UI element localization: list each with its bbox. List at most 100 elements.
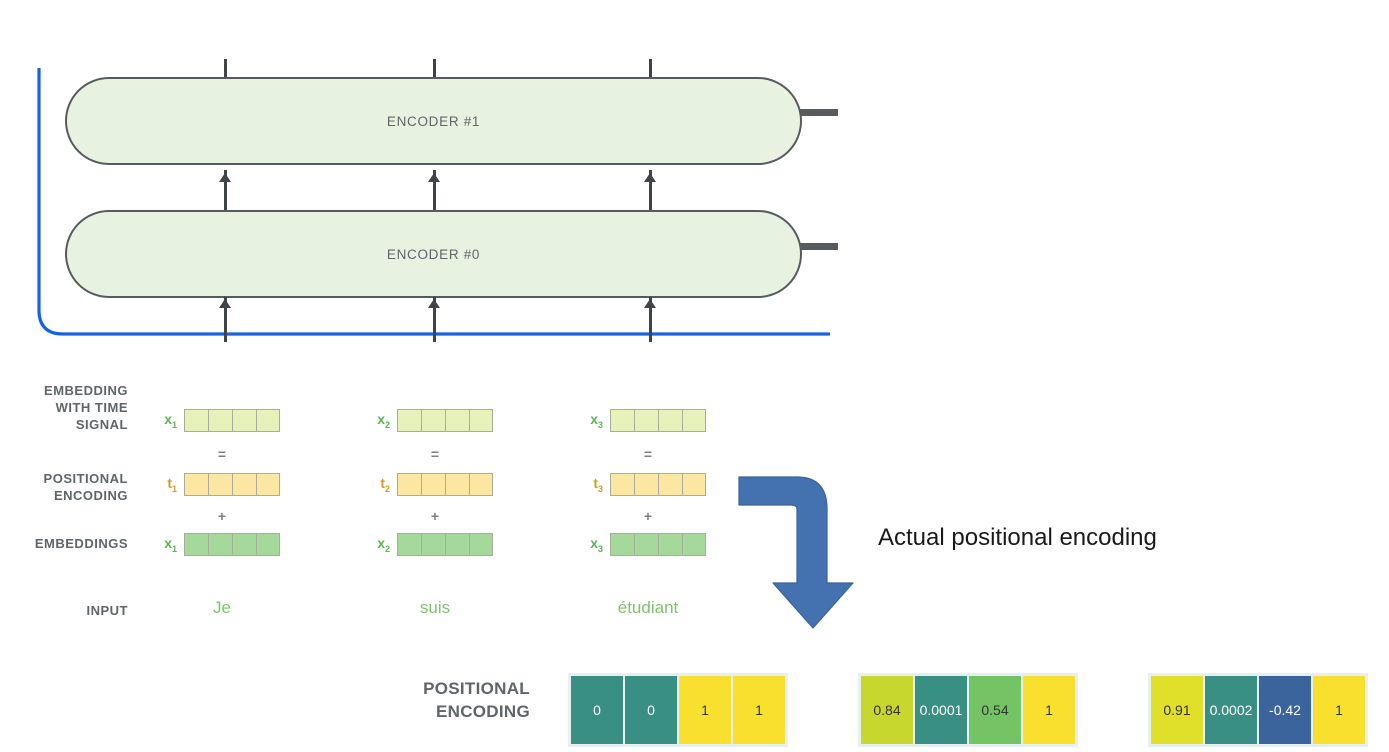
cell: [232, 473, 256, 496]
mid-arrow-line-1: [224, 170, 227, 210]
emb-vector-tag-2: x2: [377, 535, 390, 554]
sum-vector-cells-3: [610, 409, 706, 432]
plus-sign-2: +: [430, 508, 440, 524]
emb-vector-tag-3: x3: [590, 535, 603, 554]
sum-vector-tag-2: x2: [377, 411, 390, 430]
cell: [397, 473, 421, 496]
input-arrow-line-1: [224, 297, 227, 342]
pos-vector-token-3: t3: [581, 473, 706, 496]
cell: [397, 409, 421, 432]
pe-matrix-group-2: 0.84 0.0001 0.54 1: [858, 673, 1078, 747]
cell: [634, 533, 658, 556]
pos-vector-tag-2: t2: [380, 475, 390, 494]
pos-vector-tag-3: t3: [593, 475, 603, 494]
pe-matrix-group-1: 0 0 1 1: [568, 673, 788, 747]
cell: [682, 409, 706, 432]
pe-cell: 0.54: [968, 675, 1022, 745]
cell: [445, 533, 469, 556]
pe-cell: 0.0001: [914, 675, 968, 745]
pos-vector-cells-3: [610, 473, 706, 496]
pe-cell: 1: [678, 675, 732, 745]
annotation-arrow-icon: [738, 476, 854, 629]
cell: [610, 533, 634, 556]
pe-cell: 1: [732, 675, 786, 745]
pos-vector-token-2: t2: [368, 473, 493, 496]
equals-sign-2: =: [430, 446, 440, 462]
sum-vector-token-3: x3: [581, 409, 706, 432]
cell: [232, 533, 256, 556]
cell: [445, 409, 469, 432]
mid-arrow-line-2: [433, 170, 436, 210]
pe-cell: 0.0002: [1204, 675, 1258, 745]
encoder-1-side-stub: [800, 109, 838, 116]
sum-vector-tag-3: x3: [590, 411, 603, 430]
row-label-embeddings: EMBEDDINGS: [34, 536, 128, 551]
cell: [610, 409, 634, 432]
pe-cell: -0.42: [1258, 675, 1312, 745]
cell: [469, 409, 493, 432]
cell: [421, 409, 445, 432]
input-arrowhead-2: [428, 299, 440, 308]
emb-vector-token-1: x1: [155, 533, 280, 556]
equals-sign-1: =: [217, 446, 227, 462]
cell: [208, 533, 232, 556]
pos-vector-token-1: t1: [155, 473, 280, 496]
cell: [634, 409, 658, 432]
equals-sign-3: =: [643, 446, 653, 462]
encoder-block-1[interactable]: ENCODER #1: [65, 77, 802, 165]
row-label-input: INPUT: [86, 603, 128, 618]
cell: [658, 409, 682, 432]
mid-arrowhead-2: [428, 173, 440, 182]
encoder-1-label: ENCODER #1: [386, 113, 481, 129]
input-word-1: Je: [213, 598, 231, 617]
emb-vector-token-2: x2: [368, 533, 493, 556]
cell: [184, 473, 208, 496]
emb-vector-cells-2: [397, 533, 493, 556]
input-arrowhead-3: [644, 299, 656, 308]
cell: [658, 533, 682, 556]
sum-vector-cells-2: [397, 409, 493, 432]
emb-vector-tag-1: x1: [164, 535, 177, 554]
pe-matrix-group-3: 0.91 0.0002 -0.42 1: [1148, 673, 1368, 747]
mid-arrowhead-3: [644, 173, 656, 182]
input-arrowhead-1: [219, 299, 231, 308]
mid-arrow-line-3: [649, 170, 652, 210]
cell: [610, 473, 634, 496]
cell: [421, 533, 445, 556]
cell: [184, 409, 208, 432]
cell: [682, 533, 706, 556]
mid-arrowhead-1: [219, 173, 231, 182]
sum-vector-tag-1: x1: [164, 411, 177, 430]
pe-cell: 0: [570, 675, 624, 745]
output-stub-3: [649, 59, 652, 77]
cell: [256, 409, 280, 432]
pe-cell: 0: [624, 675, 678, 745]
pe-cell: 0.91: [1150, 675, 1204, 745]
cell: [469, 473, 493, 496]
pos-vector-cells-1: [184, 473, 280, 496]
pe-cell: 0.84: [860, 675, 914, 745]
encoder-0-side-stub: [800, 243, 838, 250]
sum-vector-cells-1: [184, 409, 280, 432]
input-word-3: étudiant: [617, 598, 679, 617]
cell: [208, 409, 232, 432]
sum-vector-token-2: x2: [368, 409, 493, 432]
pe-cell: 1: [1022, 675, 1076, 745]
input-word-2: suis: [419, 598, 451, 617]
emb-vector-token-3: x3: [581, 533, 706, 556]
emb-vector-cells-1: [184, 533, 280, 556]
pe-cell: 1: [1312, 675, 1366, 745]
input-arrow-line-2: [433, 297, 436, 342]
plus-sign-1: +: [217, 508, 227, 524]
cell: [397, 533, 421, 556]
cell: [232, 409, 256, 432]
pos-vector-cells-2: [397, 473, 493, 496]
input-arrow-line-3: [649, 297, 652, 342]
emb-vector-cells-3: [610, 533, 706, 556]
encoder-block-0[interactable]: ENCODER #0: [65, 210, 802, 298]
cell: [682, 473, 706, 496]
cell: [256, 473, 280, 496]
